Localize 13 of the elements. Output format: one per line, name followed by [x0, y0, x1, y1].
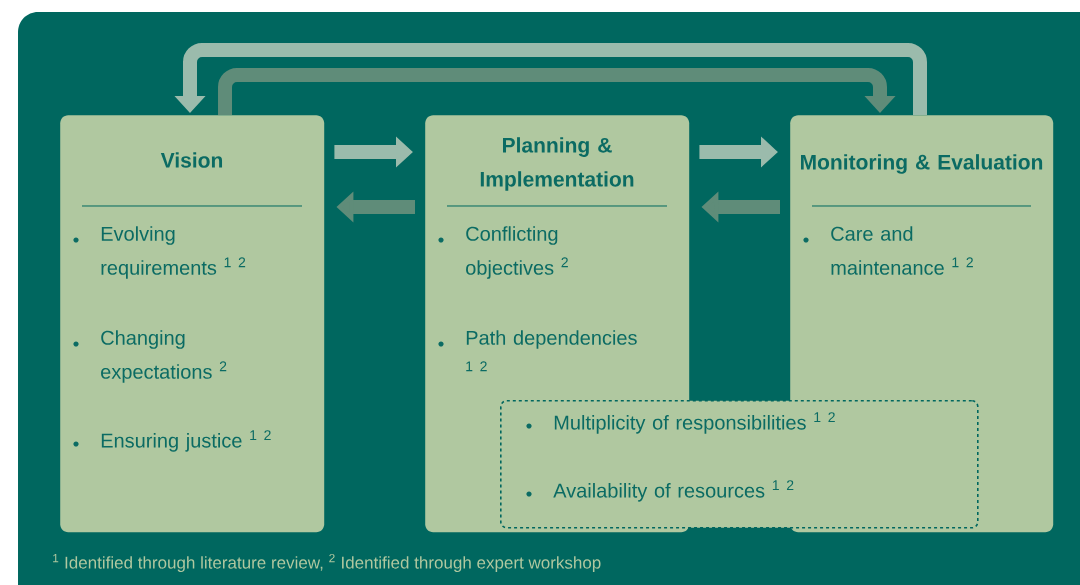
bullet-text: Conflicting objectives $^{2}$ [466, 226, 568, 279]
footnote: $^{1}$ Identified through literature review, $^{2}$ Identified through expert workshop [53, 553, 601, 573]
heading: Planning & Implementation [480, 137, 634, 191]
bullet-text: Care and maintenance $^{1 2}$ [831, 226, 973, 275]
bullet-text: Evolving requirements $^{1 2}$ [101, 226, 246, 279]
bullet-text: Path dependencies 1 2 [466, 330, 637, 372]
bullet-text: Changing expectations $^{2}$ [101, 330, 227, 383]
bullet-text: Ensuring justice $^{1 2}$ [101, 430, 271, 452]
bullet-text: Multiplicity of responsibilities $^{1 2}$ [554, 412, 835, 434]
heading: Vision [160, 152, 223, 168]
bullet-text: Availability of resources $^{1 2}$ [553, 480, 794, 502]
block-arrow [218, 68, 896, 115]
heading: Monitoring & Evaluation [801, 154, 1043, 174]
